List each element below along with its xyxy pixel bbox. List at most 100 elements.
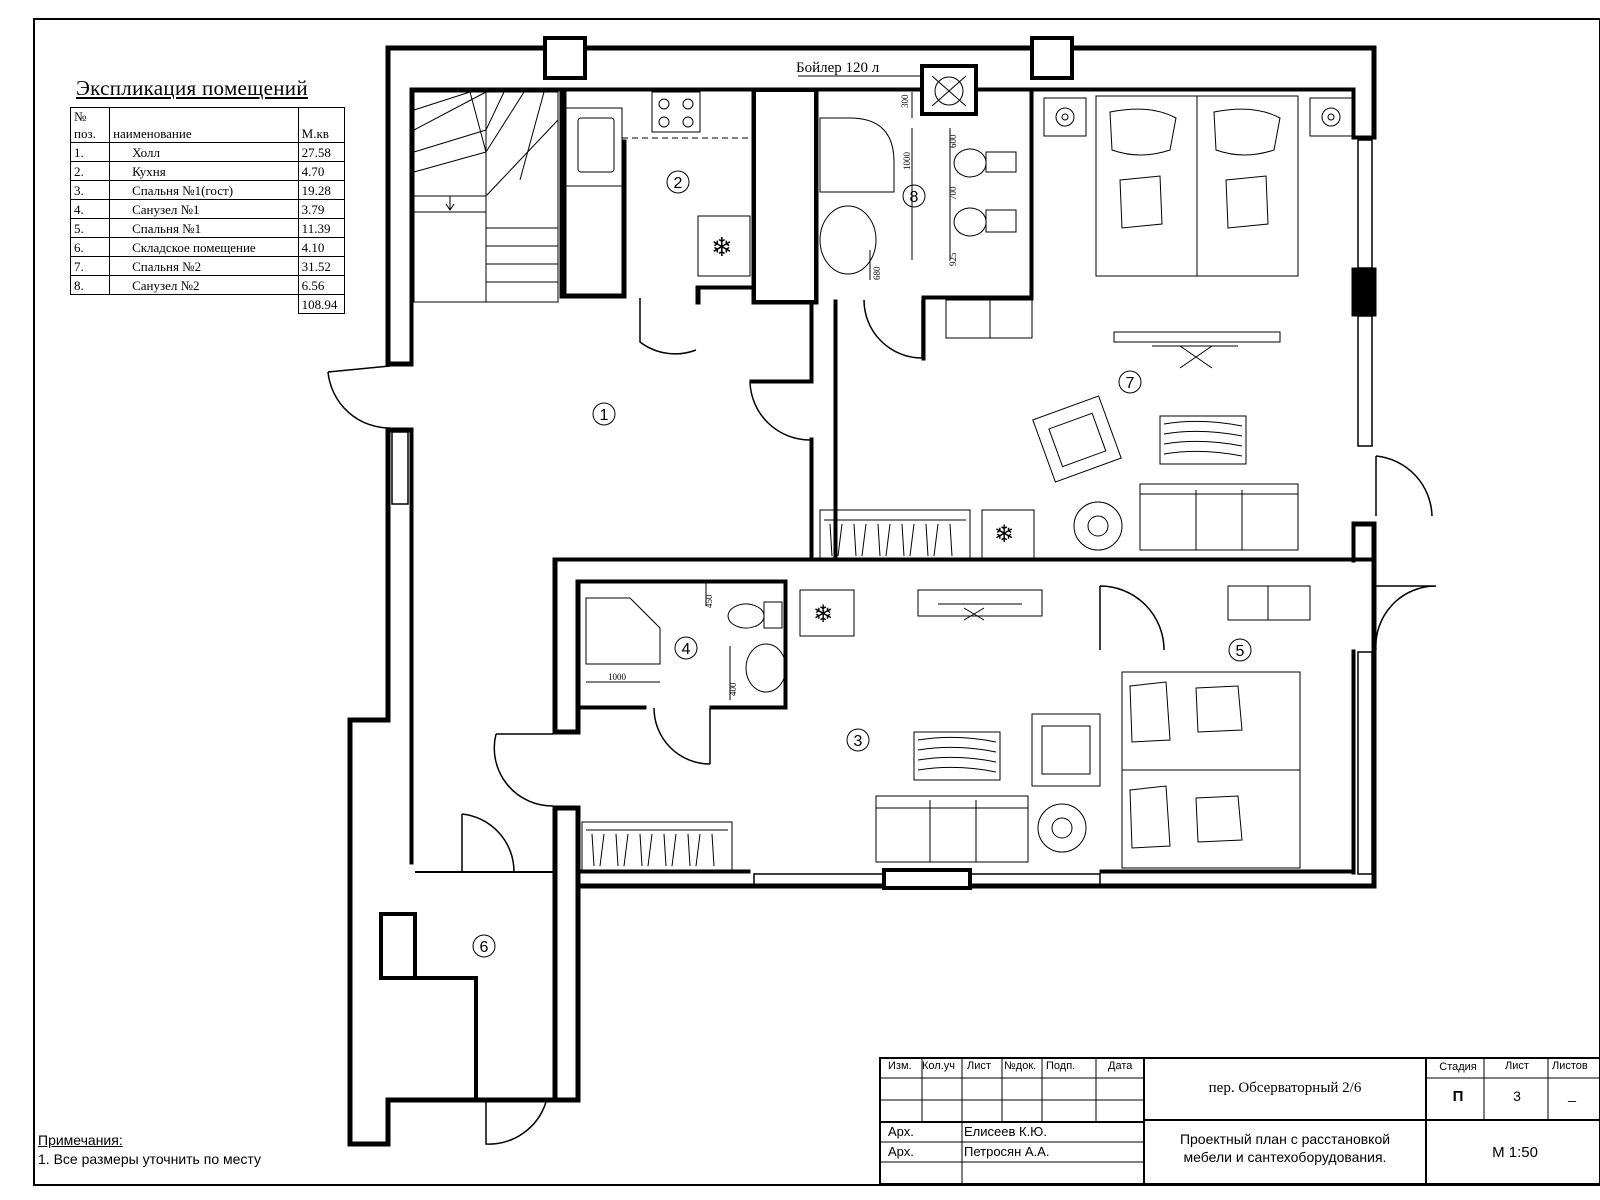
shower-bath2	[819, 117, 895, 193]
pillow-2	[1213, 108, 1281, 156]
armchair-bedroom2	[1032, 395, 1122, 483]
bath2-cabinet	[945, 299, 1033, 339]
tv-stand-bedroom1	[917, 589, 1043, 617]
door-bedroom2	[749, 381, 811, 441]
wall-bottom-right-in	[1351, 649, 1356, 875]
dim-bath2-300: 300	[900, 94, 910, 108]
room-marker-3	[846, 728, 870, 752]
row-area: 3.79	[297, 199, 346, 219]
wall-hall-r1	[809, 299, 814, 383]
stamp-thin-lines	[880, 1058, 1600, 1184]
wall-right-cap	[1351, 135, 1377, 140]
note-item: 1. Все размеры уточнить по месту	[38, 1151, 261, 1167]
plan-labels: Бойлер 120 л 1 2 3 4 5 6 7 8 300 600 100…	[472, 60, 1252, 958]
dim-bath2-600: 600	[948, 134, 958, 148]
stamp-lines	[880, 1058, 1600, 1184]
stamp-role-label: Арх.	[888, 1124, 914, 1139]
room-marker-8	[902, 184, 926, 208]
sofa-bedroom2-div	[1140, 490, 1298, 550]
stamp-sheets-label: Листов	[1552, 1060, 1588, 1072]
stamp-stage-value: П	[1452, 1088, 1464, 1105]
rug-bedroom2-lines	[1163, 420, 1243, 457]
room-number-7: 7	[1126, 375, 1135, 392]
dim-bath2-1000: 1000	[902, 152, 912, 171]
stamp-role-1: Арх.	[888, 1124, 914, 1139]
window-right-lower	[1357, 651, 1373, 875]
wall-left-mid-outer	[385, 427, 391, 505]
tv-stand-bedroom2	[1113, 331, 1281, 343]
stamp-col-izm: Изм.	[888, 1060, 912, 1072]
room-number-6: 6	[480, 939, 489, 956]
row-num: 7.	[69, 256, 111, 276]
window-right-middle	[1357, 315, 1373, 447]
stamp-role-2: Арх.	[888, 1144, 914, 1159]
armchair-bedroom1	[1031, 713, 1101, 787]
stamp-col-data: Дата	[1108, 1060, 1133, 1072]
bath2-dim-lines	[869, 92, 951, 280]
door-entrance	[327, 365, 391, 429]
explication-header-row: № поз. наименование М.кв	[69, 107, 346, 143]
explication-header-area: М.кв	[297, 107, 346, 143]
door-storage	[461, 813, 515, 873]
wall-storage-step	[385, 1097, 391, 1147]
wall-left-mid-inner	[409, 427, 414, 505]
doors	[327, 298, 1437, 1145]
wall-kitchen-left	[559, 89, 567, 299]
stamp-role-label: Арх.	[888, 1144, 914, 1159]
room-marker-6	[472, 934, 496, 958]
stamp-description-line1: Проектный план с расстановкой	[1179, 1131, 1391, 1147]
tv-bedroom1	[938, 603, 1022, 621]
bath1-dim-lines	[586, 582, 731, 700]
bath2-fixtures	[798, 75, 1033, 339]
round-table-bedroom2-in	[1087, 515, 1109, 537]
row-num: 8.	[69, 275, 111, 295]
sofa-bedroom1-div	[876, 800, 1028, 862]
row-area: 31.52	[297, 256, 346, 276]
wall-mid-h4	[575, 579, 581, 735]
window-block-bottom	[882, 868, 972, 890]
room-number-4: 4	[682, 641, 691, 658]
row-area: 11.39	[297, 218, 346, 238]
explication-panel: Экспликация помещений № поз. наименовани…	[69, 76, 346, 314]
stamp-sheet-label: Лист	[1505, 1060, 1529, 1072]
stamp-address: пер. Обсерваторный 2/6	[1208, 1080, 1362, 1096]
toilet-bath2-1	[953, 148, 1017, 178]
wall-storage-right	[552, 805, 558, 1103]
row-name: Холл	[109, 142, 299, 162]
lamp-2	[1321, 107, 1341, 127]
tv-bedroom2	[1152, 345, 1238, 369]
stamp-sheets-value: _	[1568, 1086, 1576, 1102]
basin-bath1	[745, 643, 787, 693]
column-block-1	[543, 36, 587, 80]
kitchen-sink	[577, 117, 615, 173]
stamp-grid	[879, 1057, 1600, 1185]
wall-bath1-bottom	[709, 705, 788, 710]
explication-title: Экспликация помещений	[76, 76, 308, 100]
row-name: Кухня	[109, 161, 299, 181]
wall-bath2-bottom	[921, 295, 1034, 300]
stamp-role-1-name: Елисеев К.Ю.	[964, 1124, 1047, 1139]
wall-storage-top	[347, 717, 389, 723]
row-area: 4.70	[297, 161, 346, 181]
sofa-bedroom1	[875, 795, 1029, 863]
pillow-b1-3	[1129, 785, 1171, 849]
fridge-bedroom2	[981, 509, 1035, 559]
row-name: Складское помещение	[109, 237, 299, 257]
dim-bath1-450: 450	[704, 594, 714, 608]
stamp-col-podp: Подп.	[1046, 1060, 1076, 1072]
armchair-bedroom1-seat	[1041, 725, 1091, 775]
explication-header-name: наименование	[109, 107, 299, 143]
row-name: Санузел №2	[109, 275, 299, 295]
room-marker-4	[674, 636, 698, 660]
walls	[347, 36, 1377, 1147]
burner-4	[682, 116, 694, 128]
door-kitchen	[639, 298, 697, 355]
row-name: Спальня №1	[109, 218, 299, 238]
room-number-8: 8	[910, 189, 919, 206]
room-number-2: 2	[674, 175, 683, 192]
nightstand-1	[1043, 97, 1087, 137]
